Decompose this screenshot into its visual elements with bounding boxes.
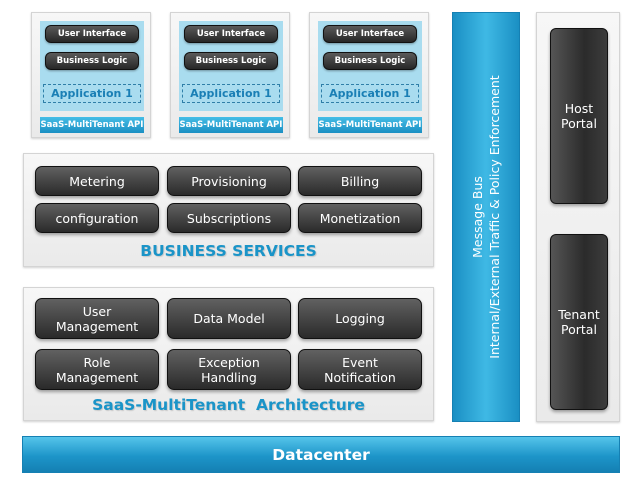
box-line: Exception [198,354,260,370]
data-model-box: Data Model [167,298,291,339]
box-line: Handling [201,369,257,385]
subscriptions-box: Subscriptions [167,203,291,233]
user-interface-box: User Interface [323,25,417,43]
box-line: Role [83,354,111,370]
box-line: Portal [561,322,597,337]
application-panel-1: User Interface Business Logic Applicatio… [31,12,151,138]
saas-api-bar: SaaS-MultiTenant API [40,117,144,133]
business-logic-box: Business Logic [45,52,139,70]
box-line: Notification [324,369,396,385]
provisioning-box: Provisioning [167,166,291,196]
application-panel-3: User Interface Business Logic Applicatio… [309,12,429,138]
box-line: Tenant [558,307,600,322]
box-line: Host [564,101,594,116]
business-logic-box: Business Logic [323,52,417,70]
business-logic-box: Business Logic [184,52,278,70]
configuration-box: configuration [35,203,159,233]
logging-box: Logging [298,298,422,339]
box-line: Data Model [193,311,265,326]
billing-box: Billing [298,166,422,196]
datacenter-bar: Datacenter [22,436,620,473]
application-stack: User Interface Business Logic Applicatio… [40,21,144,111]
application-label: Application 1 [182,84,280,103]
box-line: Management [55,369,139,385]
architecture-label: SaaS-MultiTenant Architecture [92,396,365,414]
box-line: Management [55,318,139,334]
business-services-label: BUSINESS SERVICES [140,242,317,260]
monetization-box: Monetization [298,203,422,233]
box-line: Portal [561,116,597,131]
message-bus: Message Bus Internal/External Traffic & … [452,12,520,422]
metering-box: Metering [35,166,159,196]
message-bus-title: Message Bus [470,176,485,258]
application-stack: User Interface Business Logic Applicatio… [179,21,283,111]
business-services-panel: Metering Provisioning Billing configurat… [23,153,434,267]
message-bus-subtitle: Internal/External Traffic & Policy Enfor… [487,75,502,359]
saas-api-bar: SaaS-MultiTenant API [318,117,422,133]
box-line: Logging [335,311,385,326]
box-line: User [82,303,112,319]
saas-api-bar: SaaS-MultiTenant API [179,117,283,133]
box-line: Event [342,354,378,370]
user-interface-box: User Interface [45,25,139,43]
application-stack: User Interface Business Logic Applicatio… [318,21,422,111]
application-label: Application 1 [43,84,141,103]
application-panel-2: User Interface Business Logic Applicatio… [170,12,290,138]
message-bus-text: Message Bus Internal/External Traffic & … [469,17,503,417]
application-label: Application 1 [321,84,419,103]
user-interface-box: User Interface [184,25,278,43]
